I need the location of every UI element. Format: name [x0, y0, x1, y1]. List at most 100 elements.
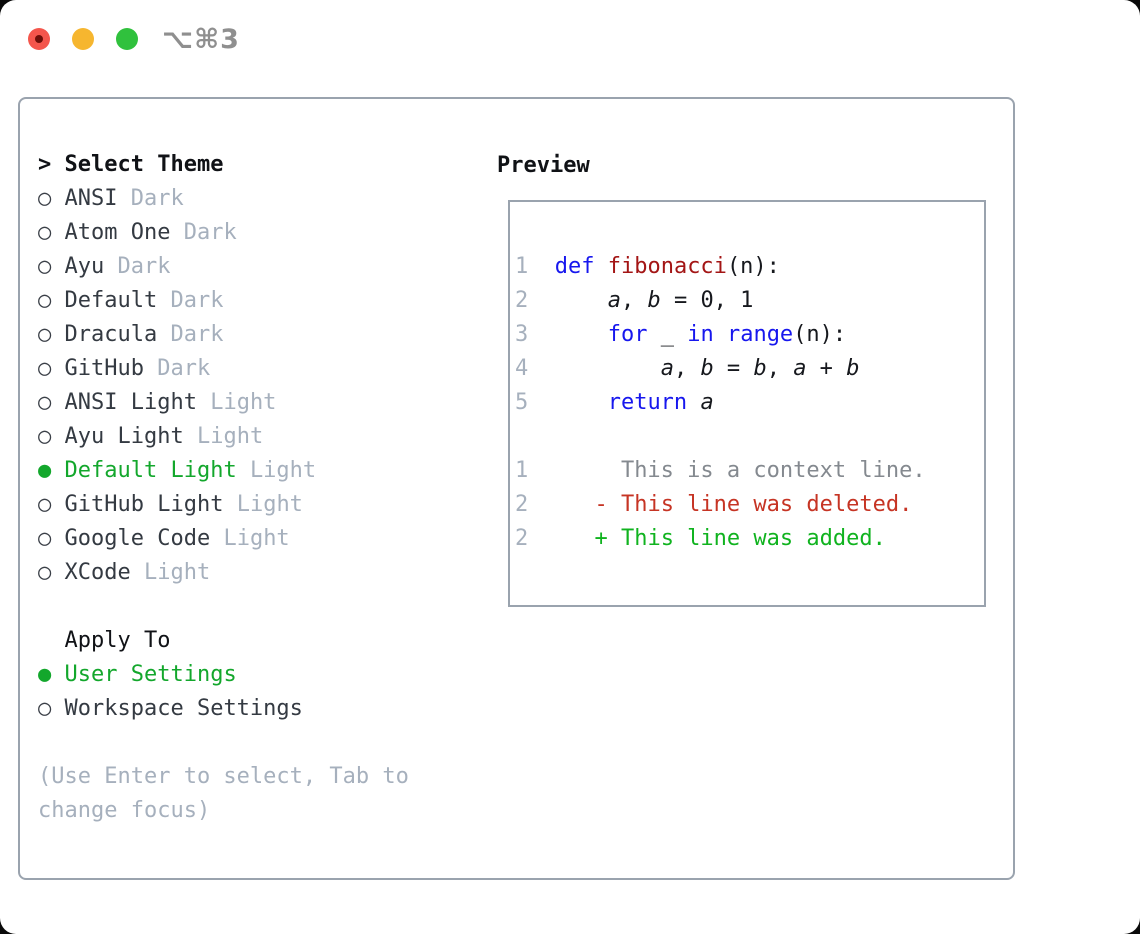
code-token: , [620, 288, 648, 313]
theme-list-title: Select Theme [64, 152, 224, 177]
code-token: def [554, 254, 595, 279]
radio-icon: ○ [38, 220, 52, 245]
theme-variant-label: Dark [170, 288, 224, 313]
radio-icon: ○ [38, 390, 52, 415]
code-token: b [647, 288, 661, 313]
close-button[interactable] [28, 28, 50, 50]
code-line [515, 420, 926, 454]
code-token: , [673, 356, 701, 381]
code-token: return [607, 390, 688, 415]
radio-icon: ○ [38, 696, 52, 721]
theme-variant-label: Dark [157, 356, 211, 381]
apply-to-title: Apply To [38, 628, 171, 653]
theme-list-header: > Select Theme [38, 148, 409, 182]
code-line: 2 - This line was deleted. [515, 488, 926, 522]
help-text: (Use Enter to select, Tab to [38, 764, 409, 789]
code-token: _ [647, 322, 688, 347]
code-token: b [700, 356, 714, 381]
theme-option[interactable]: ○ GitHub Dark [38, 352, 409, 386]
theme-option-label: Ayu [64, 254, 105, 279]
radio-icon: ○ [38, 526, 52, 551]
theme-option[interactable]: ○ GitHub Light Light [38, 488, 409, 522]
code-token: (n): [726, 254, 780, 279]
line-number: 4 [515, 356, 529, 381]
theme-option-label: GitHub [64, 356, 144, 381]
theme-variant-label: Light [210, 390, 277, 415]
code-line: 2 a, b = 0, 1 [515, 284, 926, 318]
line-number: 2 [515, 288, 529, 313]
code-token [555, 526, 595, 551]
apply-to-header: Apply To [38, 624, 409, 658]
theme-variant-label: Light [143, 560, 211, 585]
theme-option[interactable]: ○ Atom One Dark [38, 216, 409, 250]
line-number: 1 [515, 254, 529, 279]
line-number: 1 [515, 458, 529, 483]
code-line: 1 This is a context line. [515, 454, 926, 488]
spacer [38, 726, 409, 760]
help-text: change focus) [38, 798, 211, 823]
line-number: 2 [515, 492, 529, 517]
theme-option-label: XCode [64, 560, 131, 585]
line-number: 5 [515, 390, 529, 415]
theme-option[interactable]: ○ Dracula Dark [38, 318, 409, 352]
preview-heading: Preview [497, 153, 590, 178]
radio-icon: ● [38, 662, 52, 687]
code-token: = 0, 1 [660, 288, 754, 313]
theme-option[interactable]: ○ Ayu Light Light [38, 420, 409, 454]
theme-variant-label: Light [249, 458, 317, 483]
theme-option-label: Google Code [64, 526, 211, 551]
code-token: + [806, 356, 847, 381]
radio-icon: ○ [38, 356, 52, 381]
theme-variant-label: Dark [117, 254, 171, 279]
apply-to-option[interactable]: ● User Settings [38, 658, 409, 692]
radio-icon: ○ [38, 424, 52, 449]
theme-option[interactable]: ○ Google Code Light [38, 522, 409, 556]
theme-variant-label: Light [236, 492, 303, 517]
code-token [555, 492, 595, 517]
theme-option[interactable]: ● Default Light Light [38, 454, 409, 488]
apply-to-option-label: User Settings [64, 662, 237, 687]
code-token: a [793, 356, 807, 381]
spacer [38, 590, 409, 624]
code-token: b [846, 356, 860, 381]
code-token [594, 254, 607, 279]
theme-option[interactable]: ○ ANSI Dark [38, 182, 409, 216]
code-token [555, 322, 608, 347]
code-token: in [687, 322, 714, 347]
code-token: This is a context line. [554, 458, 926, 483]
maximize-button[interactable] [116, 28, 138, 50]
theme-variant-label: Light [196, 424, 264, 449]
code-token: = [713, 356, 754, 381]
code-line: 4 a, b = b, a + b [515, 352, 926, 386]
theme-option-label: ANSI Light [64, 390, 197, 415]
apply-to-option[interactable]: ○ Workspace Settings [38, 692, 409, 726]
code-token: b [753, 356, 767, 381]
theme-option-label: Dracula [64, 322, 158, 347]
radio-icon: ○ [38, 560, 52, 585]
theme-option[interactable]: ○ Ayu Dark [38, 250, 409, 284]
line-number: 2 [515, 526, 529, 551]
code-line: 2 + This line was added. [515, 522, 926, 556]
code-token: , [766, 356, 794, 381]
minimize-button[interactable] [72, 28, 94, 50]
code-token [555, 390, 608, 415]
help-text-line: (Use Enter to select, Tab to [38, 760, 409, 794]
code-token: for [607, 322, 648, 347]
theme-option[interactable]: ○ XCode Light [38, 556, 409, 590]
radio-icon: ○ [38, 322, 52, 347]
code-line: 5 return a [515, 386, 926, 420]
radio-icon: ● [38, 458, 52, 483]
code-token: range [726, 322, 794, 347]
theme-option-label: Ayu Light [64, 424, 184, 449]
theme-option-label: ANSI [64, 186, 118, 211]
code-token [714, 322, 727, 347]
theme-option[interactable]: ○ Default Dark [38, 284, 409, 318]
code-token: (n): [793, 322, 847, 347]
theme-option[interactable]: ○ ANSI Light Light [38, 386, 409, 420]
theme-option-label: Default Light [64, 458, 237, 483]
unsaved-changes-dot-icon [35, 35, 43, 43]
